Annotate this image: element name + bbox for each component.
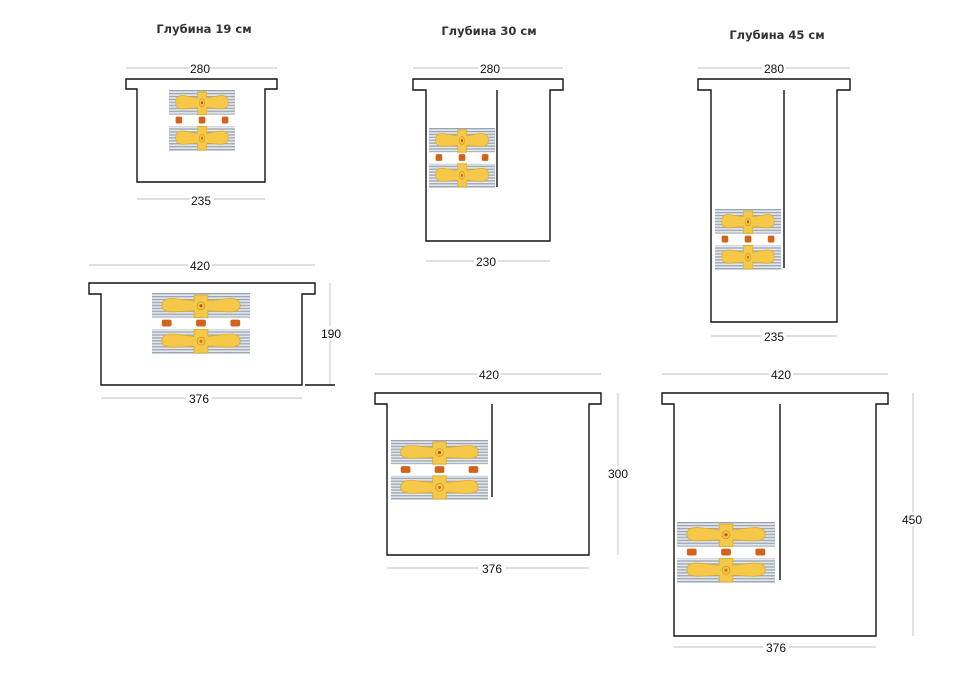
- dim-height: 300: [608, 467, 628, 481]
- dim-height: 190: [321, 327, 341, 341]
- title-depth-45: Глубина 45 см: [729, 28, 824, 42]
- heater-icon: [715, 209, 781, 270]
- dim-top-width: 420: [771, 368, 791, 382]
- dim-bottom-width: 376: [482, 562, 502, 576]
- heater-icon: [169, 90, 235, 151]
- dim-bottom-width: 235: [764, 330, 784, 344]
- dim-bottom-width: 235: [191, 194, 211, 208]
- title-depth-19: Глубина 19 см: [156, 22, 251, 36]
- dim-height: 450: [902, 513, 922, 527]
- panel-19-420: 420 376 190: [88, 258, 344, 406]
- dim-top-width: 280: [764, 62, 784, 76]
- dim-top-width: 280: [190, 62, 210, 76]
- heater-icon: [391, 440, 488, 500]
- dim-bottom-width: 230: [476, 255, 496, 269]
- dim-top-width: 280: [480, 62, 500, 76]
- panel-45-280: 280 235: [697, 61, 851, 344]
- heater-icon: [429, 128, 495, 188]
- heater-icon: [677, 522, 775, 583]
- dim-bottom-width: 376: [766, 641, 786, 655]
- title-depth-30: Глубина 30 см: [441, 24, 536, 38]
- panel-30-420: 420 376 300: [374, 367, 631, 576]
- panel-30-280: 280 230: [412, 61, 564, 269]
- dim-bottom-width: 376: [189, 392, 209, 406]
- dim-top-width: 420: [190, 259, 210, 273]
- heater-icon: [152, 293, 250, 354]
- dim-top-width: 420: [479, 368, 499, 382]
- panel-45-420: 420 376 450: [661, 367, 925, 655]
- panel-19-280: 280 235: [125, 61, 278, 208]
